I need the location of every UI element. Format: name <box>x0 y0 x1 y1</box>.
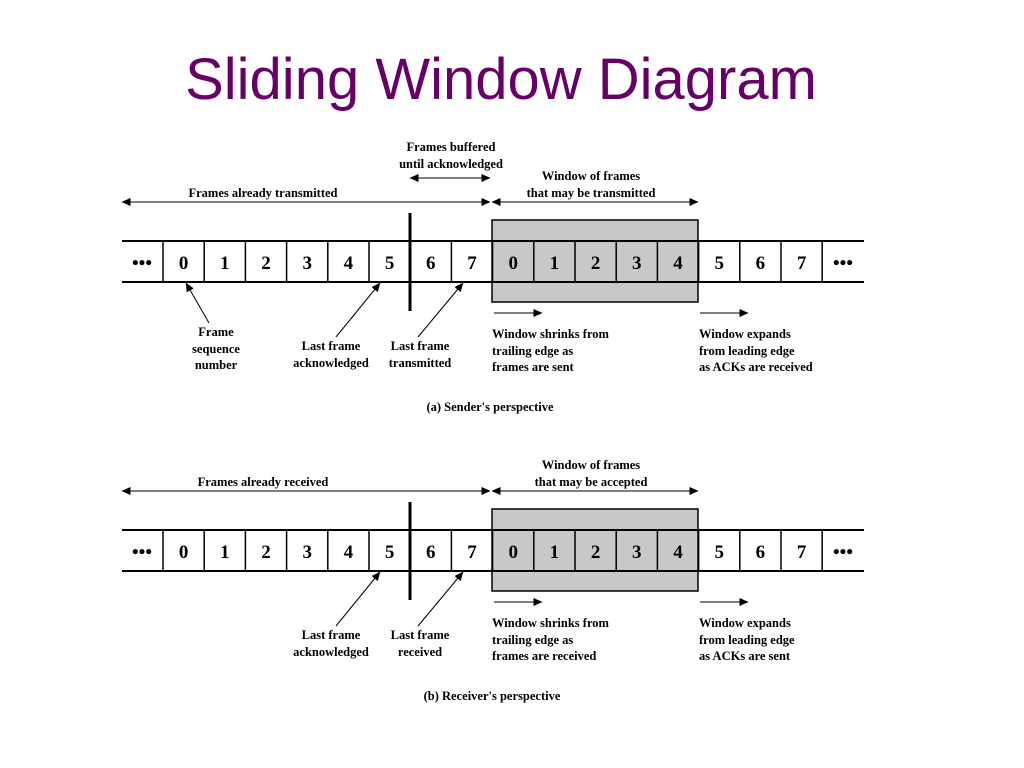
sender-buffered-label-line2: until acknowledged <box>399 157 503 171</box>
receiver-seq-number: 6 <box>426 542 436 563</box>
sender-window-box <box>491 219 699 303</box>
sender-seq-number: 1 <box>550 253 560 274</box>
sender-seq-number: 5 <box>385 253 395 274</box>
sender-seq-number: 0 <box>179 253 189 274</box>
receiver-last-ack-label-line2: acknowledged <box>293 645 369 659</box>
sender-seq-number: 7 <box>797 253 807 274</box>
sender-shrinks-label-line3: frames are sent <box>492 360 575 374</box>
receiver-shrinks-label-line1: Window shrinks from <box>492 616 610 630</box>
receiver-last-ack-label-line1: Last frame <box>302 628 361 642</box>
sender-seq-pointer <box>185 282 210 324</box>
receiver-expands-label-line2: from leading edge <box>699 633 795 647</box>
receiver-seq-number: 0 <box>508 542 518 563</box>
sender-seq-number: 0 <box>508 253 518 274</box>
sender-shrinks-label-line2: trailing edge as <box>492 344 573 358</box>
sender-seq-label-line3: number <box>195 358 238 372</box>
receiver-seq-number: 4 <box>673 542 683 563</box>
receiver-seq-number: 4 <box>344 542 354 563</box>
receiver-seq-number: 5 <box>714 542 724 563</box>
sender-ellipsis-left: ••• <box>132 253 152 274</box>
sender-window-label-line1: Window of frames <box>542 169 641 183</box>
sender-seq-number: 6 <box>756 253 766 274</box>
receiver-seq-number: 3 <box>632 542 642 563</box>
receiver-seq-number: 7 <box>797 542 807 563</box>
sender-seq-number: 3 <box>302 253 312 274</box>
receiver-window-label-line2: that may be accepted <box>535 475 648 489</box>
sender-buffered-label-line1: Frames buffered <box>407 140 496 154</box>
sender-seq-number: 4 <box>673 253 683 274</box>
receiver-sequence-numbers: 0 1 2 3 4 5 6 7 0 1 2 3 4 5 6 7 <box>179 542 807 563</box>
sender-cell-dividers <box>162 241 823 282</box>
receiver-ellipsis-right: ••• <box>833 542 853 563</box>
receiver-seq-number: 7 <box>467 542 477 563</box>
sender-diagram: ••• 0 1 2 3 4 5 6 7 0 1 2 3 4 5 6 7 ••• Frames already … <box>121 140 864 414</box>
sender-seq-number: 4 <box>344 253 354 274</box>
sender-expands-label-line3: as ACKs are received <box>699 360 813 374</box>
sender-caption: (a) Sender's perspective <box>426 400 554 414</box>
sender-last-tx-label-line2: transmitted <box>389 356 452 370</box>
sender-seq-number: 2 <box>591 253 601 274</box>
receiver-last-ack-pointer <box>335 571 381 627</box>
receiver-last-rx-label-line1: Last frame <box>391 628 450 642</box>
sender-last-tx-pointer <box>417 282 464 338</box>
receiver-seq-number: 2 <box>591 542 601 563</box>
receiver-expands-label-line3: as ACKs are sent <box>699 649 791 663</box>
receiver-seq-number: 1 <box>220 542 230 563</box>
sender-last-ack-label-line1: Last frame <box>302 339 361 353</box>
sender-seq-number: 1 <box>220 253 230 274</box>
sender-seq-number: 7 <box>467 253 477 274</box>
sender-ellipsis-right: ••• <box>833 253 853 274</box>
receiver-seq-number: 3 <box>302 542 312 563</box>
receiver-seq-number: 0 <box>179 542 189 563</box>
sender-last-ack-pointer <box>335 282 381 338</box>
receiver-seq-number: 6 <box>756 542 766 563</box>
receiver-diagram: ••• 0 1 2 3 4 5 6 7 0 1 2 3 4 5 6 7 ••• Frames already … <box>121 458 864 703</box>
sender-seq-number: 3 <box>632 253 642 274</box>
receiver-seq-number: 5 <box>385 542 395 563</box>
sender-seq-number: 6 <box>426 253 436 274</box>
sender-window-label-line2: that may be transmitted <box>527 186 656 200</box>
sender-already-label: Frames already transmitted <box>188 186 337 200</box>
sender-seq-label-line1: Frame <box>198 325 234 339</box>
sender-shrinks-label-line1: Window shrinks from <box>492 327 610 341</box>
sender-seq-number: 5 <box>714 253 724 274</box>
receiver-seq-number: 2 <box>261 542 271 563</box>
receiver-shrinks-label-line2: trailing edge as <box>492 633 573 647</box>
receiver-seq-number: 1 <box>550 542 560 563</box>
sender-expands-label-line2: from leading edge <box>699 344 795 358</box>
receiver-caption: (b) Receiver's perspective <box>424 689 561 703</box>
sender-sequence-numbers: 0 1 2 3 4 5 6 7 0 1 2 3 4 5 6 7 <box>179 253 807 274</box>
receiver-window-label-line1: Window of frames <box>542 458 641 472</box>
sender-last-tx-label-line1: Last frame <box>391 339 450 353</box>
sender-last-ack-label-line2: acknowledged <box>293 356 369 370</box>
receiver-last-rx-label-line2: received <box>398 645 442 659</box>
receiver-last-rx-pointer <box>417 571 464 627</box>
sender-seq-label-line2: sequence <box>192 342 240 356</box>
sender-expands-label-line1: Window expands <box>699 327 791 341</box>
receiver-ellipsis-left: ••• <box>132 542 152 563</box>
receiver-already-label: Frames already received <box>198 475 329 489</box>
slide-title: Sliding Window Diagram <box>185 47 817 112</box>
receiver-shrinks-label-line3: frames are received <box>492 649 596 663</box>
sender-seq-number: 2 <box>261 253 271 274</box>
receiver-expands-label-line1: Window expands <box>699 616 791 630</box>
